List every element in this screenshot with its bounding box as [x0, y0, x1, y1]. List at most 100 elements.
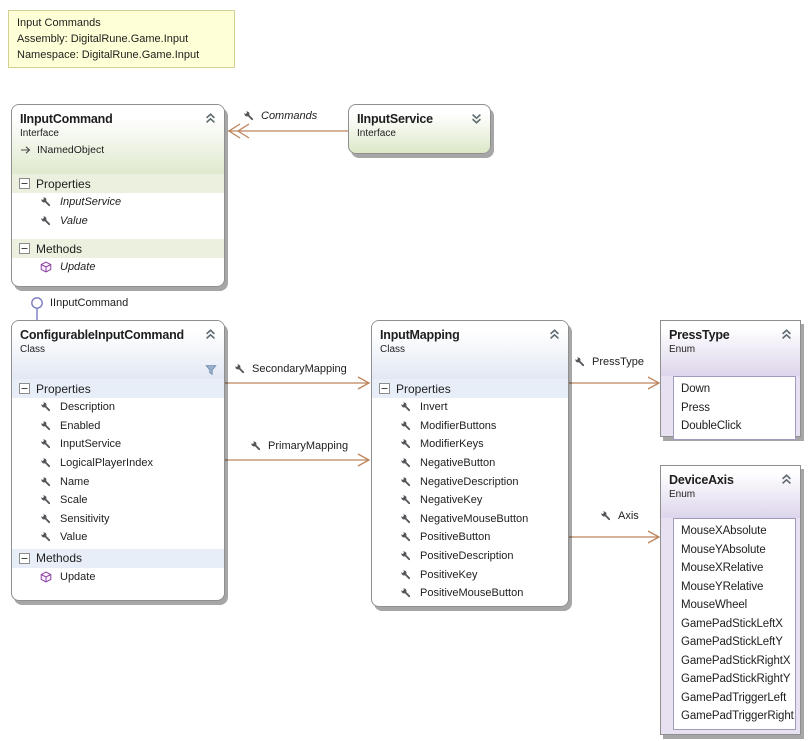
collapse-chevron-icon[interactable] — [204, 112, 217, 125]
property-wrench-icon — [400, 457, 412, 469]
comment-note[interactable]: Input Commands Assembly: DigitalRune.Gam… — [8, 10, 235, 68]
section-methods[interactable]: Methods — [12, 239, 224, 259]
property-wrench-icon — [40, 401, 52, 413]
property-row[interactable]: NegativeDescription — [372, 472, 568, 491]
property-row[interactable]: LogicalPlayerIndex — [12, 454, 224, 473]
inputmapping-header[interactable]: InputMapping Class — [372, 321, 568, 379]
property-label: Scale — [60, 494, 88, 507]
enum-member[interactable]: Down — [681, 383, 711, 395]
enum-member[interactable]: MouseXAbsolute — [681, 525, 767, 537]
enum-member[interactable]: GamePadStickLeftX — [681, 617, 783, 630]
property-row[interactable]: Value — [12, 528, 224, 547]
property-row[interactable]: PositiveMouseButton — [372, 584, 568, 603]
property-label: NegativeMouseButton — [420, 512, 529, 525]
method-label: Update — [60, 261, 96, 274]
enum-member[interactable]: MouseXRelative — [681, 562, 764, 574]
method-row[interactable]: Update — [12, 568, 224, 587]
association-axis-label[interactable]: Axis — [600, 510, 639, 522]
enum-member[interactable]: MouseWheel — [681, 599, 748, 611]
collapse-section-icon[interactable] — [19, 383, 30, 394]
collapse-chevron-icon[interactable] — [780, 328, 793, 341]
property-wrench-icon — [40, 476, 52, 488]
property-row[interactable]: Name — [12, 472, 224, 491]
deviceaxis-header[interactable]: DeviceAxis Enum — [661, 466, 800, 518]
enum-box-presstype[interactable]: PressType Enum Down Press DoubleClick — [660, 320, 801, 440]
association-secondarymapping-line[interactable] — [225, 376, 371, 390]
property-label: Name — [60, 475, 90, 488]
method-cube-icon — [40, 571, 52, 583]
property-wrench-icon — [574, 356, 586, 368]
property-wrench-icon — [400, 494, 412, 506]
collapse-section-icon[interactable] — [19, 243, 30, 254]
property-row[interactable]: PositiveButton — [372, 528, 568, 547]
property-row[interactable]: PositiveKey — [372, 565, 568, 584]
property-row[interactable]: InputService — [12, 193, 224, 212]
property-row[interactable]: Description — [12, 398, 224, 417]
property-wrench-icon — [400, 476, 412, 488]
class-box-iinputservice[interactable]: IInputService Interface — [348, 104, 491, 154]
property-label: PositiveKey — [420, 568, 478, 581]
presstype-header[interactable]: PressType Enum — [661, 321, 800, 376]
note-assembly: Assembly: DigitalRune.Game.Input — [17, 33, 189, 45]
property-row[interactable]: PositiveDescription — [372, 547, 568, 566]
class-box-iinputcommand[interactable]: IInputCommand Interface INamedObject Pro… — [11, 104, 225, 287]
property-row[interactable]: NegativeButton — [372, 454, 568, 473]
property-row[interactable]: Scale — [12, 491, 224, 510]
iinputcommand-header[interactable]: IInputCommand Interface INamedObject — [12, 105, 224, 174]
property-row[interactable]: InputService — [12, 435, 224, 454]
expand-chevron-icon[interactable] — [470, 112, 483, 125]
section-properties[interactable]: Properties — [372, 379, 568, 398]
association-axis-line[interactable] — [569, 530, 661, 544]
section-properties[interactable]: Properties — [12, 379, 224, 398]
property-label: PositiveDescription — [420, 550, 514, 563]
enum-member[interactable]: DoubleClick — [681, 420, 742, 432]
class-box-inputmapping[interactable]: InputMapping Class Properties Invert Mod… — [371, 320, 569, 607]
section-label: Properties — [396, 381, 451, 396]
property-row[interactable]: ModifierButtons — [372, 417, 568, 436]
property-wrench-icon — [40, 513, 52, 525]
association-primarymapping-line[interactable] — [225, 453, 371, 467]
enum-member[interactable]: GamePadStickLeftY — [681, 636, 783, 648]
filter-funnel-icon[interactable] — [205, 363, 217, 375]
property-wrench-icon — [234, 363, 246, 375]
collapse-chevron-icon[interactable] — [780, 473, 793, 486]
enum-member[interactable]: GamePadTriggerRight — [681, 710, 794, 722]
class-box-configurableinputcommand[interactable]: ConfigurableInputCommand Class Propertie… — [11, 320, 225, 601]
enum-member[interactable]: Press — [681, 401, 710, 414]
collapse-section-icon[interactable] — [19, 553, 30, 564]
enum-member[interactable]: GamePadTriggerLeft — [681, 691, 787, 704]
enum-member[interactable]: GamePadStickRightX — [681, 654, 791, 667]
configurableinputcommand-header[interactable]: ConfigurableInputCommand Class — [12, 321, 224, 379]
collapse-chevron-icon[interactable] — [548, 328, 561, 341]
association-commands-line[interactable] — [227, 123, 348, 139]
section-properties[interactable]: Properties — [12, 174, 224, 193]
enum-member[interactable]: GamePadStickRightY — [681, 673, 791, 685]
property-row[interactable]: Enabled — [12, 417, 224, 436]
property-row[interactable]: Sensitivity — [12, 510, 224, 529]
enum-member[interactable]: MouseYRelative — [681, 580, 764, 593]
collapse-section-icon[interactable] — [19, 178, 30, 189]
association-primarymapping-label[interactable]: PrimaryMapping — [250, 440, 348, 452]
association-presstype-label[interactable]: PressType — [574, 356, 644, 368]
property-row[interactable]: NegativeKey — [372, 491, 568, 510]
association-secondarymapping-label[interactable]: SecondaryMapping — [234, 363, 347, 375]
property-row[interactable]: Invert — [372, 398, 568, 417]
property-wrench-icon — [400, 420, 412, 432]
property-wrench-icon — [400, 531, 412, 543]
property-row[interactable]: NegativeMouseButton — [372, 510, 568, 529]
collapse-section-icon[interactable] — [379, 383, 390, 394]
base-type-row[interactable]: INamedObject — [20, 144, 216, 156]
association-presstype-line[interactable] — [569, 376, 661, 390]
method-row[interactable]: Update — [12, 258, 224, 277]
property-row[interactable]: Value — [12, 212, 224, 231]
collapse-chevron-icon[interactable] — [204, 328, 217, 341]
property-label: Description — [60, 401, 116, 414]
box-kind: Interface — [357, 128, 396, 139]
property-row[interactable]: ModifierKeys — [372, 435, 568, 454]
property-label: InputService — [60, 438, 122, 451]
enum-box-deviceaxis[interactable]: DeviceAxis Enum MouseXAbsolute MouseYAbs… — [660, 465, 801, 735]
lollipop-interface-connector[interactable] — [31, 297, 43, 321]
association-commands-label[interactable]: Commands — [243, 110, 317, 122]
enum-member[interactable]: MouseYAbsolute — [681, 543, 766, 556]
section-methods[interactable]: Methods — [12, 548, 224, 568]
